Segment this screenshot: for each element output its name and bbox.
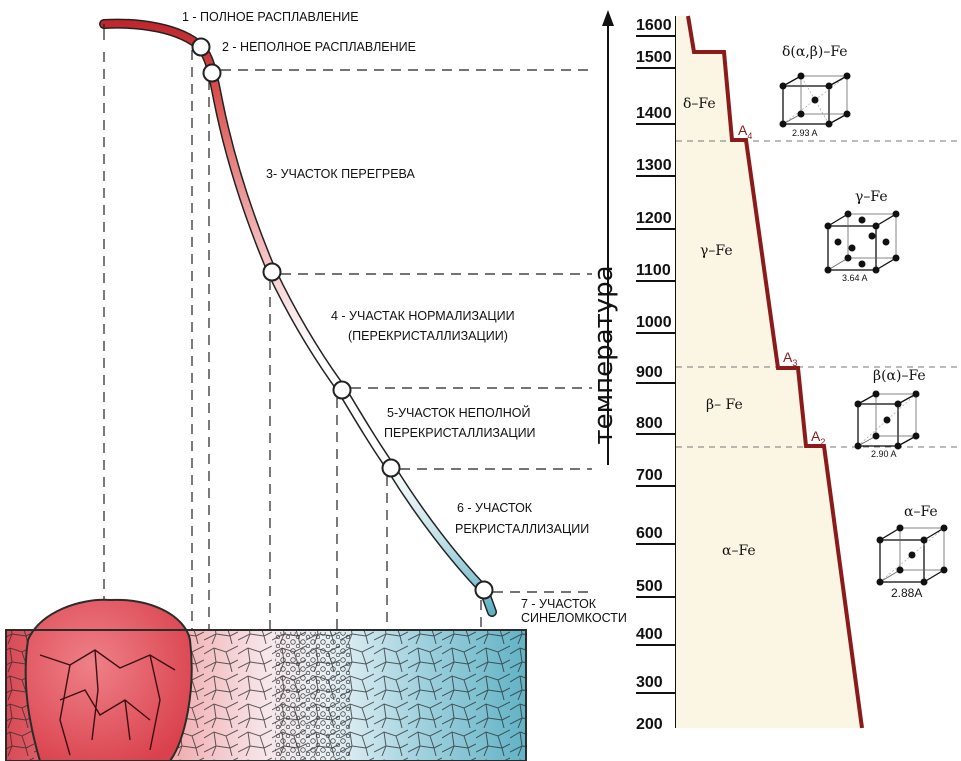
tick-label: 1500 (636, 49, 672, 66)
critical-point-a2: A2 (811, 428, 826, 447)
tick-label: 1000 (636, 314, 672, 331)
phase-label-delta: δ–Fe (683, 96, 716, 112)
zone-marker-7 (474, 580, 494, 600)
tick-label: 700 (636, 467, 663, 484)
bcc-cell-alpha (876, 524, 948, 586)
zone-label-4-line2: (ПЕРЕКРИСТАЛЛИЗАЦИИ) (348, 329, 508, 343)
zone-boundaries (103, 50, 482, 630)
structure-name-beta: β(α)–Fe (873, 368, 926, 384)
lattice-param-alpha: 2.88A (891, 586, 923, 600)
lattice-param-beta: 2.90 A (871, 449, 897, 459)
tick-label: 1300 (636, 157, 672, 174)
tick-label: 200 (636, 716, 663, 733)
bcc-cell-beta (854, 390, 920, 450)
phase-label-beta: β– Fe (706, 397, 743, 413)
critical-point-a3: A3 (783, 349, 798, 368)
structure-name-alpha: α–Fe (904, 504, 938, 520)
tick-label: 1200 (636, 210, 672, 227)
zone-markers (191, 37, 494, 600)
iron-phase-diagram (602, 10, 961, 729)
tick-label: 400 (636, 626, 663, 643)
zone-label-5-line2: ПЕРЕКРИСТАЛЛИЗАЦИИ (384, 426, 536, 440)
phase-label-gamma: γ–Fe (700, 243, 733, 259)
lattice-param-delta: 2.93 A (792, 128, 818, 138)
phase-label-alpha: α–Fe (722, 543, 756, 559)
fcc-cell-gamma (824, 210, 900, 274)
tick-label: 1100 (636, 262, 671, 279)
bcc-cell-delta (779, 72, 851, 128)
structure-name-gamma: γ–Fe (855, 189, 888, 205)
temperature-projections (221, 69, 592, 593)
zone-label-6-line2: РЕКРИСТАЛЛИЗАЦИИ (455, 522, 590, 536)
tick-label: 1400 (636, 105, 672, 122)
tick-label: 600 (636, 525, 663, 542)
zone-label-7-line2: СИНЕЛОМКОСТИ (521, 611, 627, 625)
zone-label-7-line1: 7 - УЧАСТОК (521, 597, 597, 611)
tick-label: 800 (636, 415, 663, 432)
tick-label: 300 (636, 674, 663, 691)
temperature-axis-title: температура (589, 265, 619, 445)
zone-marker-4 (262, 262, 282, 282)
critical-point-a4: A4 (738, 122, 753, 141)
zone-marker-2 (191, 37, 211, 57)
zone-label-5-line1: 5-УЧАСТОК НЕПОЛНОЙ (387, 406, 531, 420)
zone-label-4-line1: 4 - УЧАСТАК НОРМАЛИЗАЦИИ (331, 309, 515, 323)
zone-marker-5 (332, 380, 352, 400)
tick-label: 900 (636, 364, 663, 381)
tick-label: 500 (636, 578, 663, 595)
zone-label-1: 1 - ПОЛНОЕ РАСПЛАВЛЕНИЕ (182, 10, 359, 24)
zone-marker-3 (202, 63, 222, 83)
zone-label-3: 3- УЧАСТОК ПЕРЕГРЕВА (266, 167, 415, 181)
zone-label-2: 2 - НЕПОЛНОЕ РАСПЛАВЛЕНИЕ (222, 40, 416, 54)
tick-label: 1600 (636, 17, 672, 34)
structure-name-delta: δ(α,β)–Fe (782, 44, 848, 60)
weld-cross-section (5, 598, 527, 761)
zone-marker-6 (381, 458, 401, 478)
lattice-param-gamma: 3.64 A (842, 273, 868, 283)
zone-label-6-line1: 6 - УЧАСТОК (457, 501, 533, 515)
